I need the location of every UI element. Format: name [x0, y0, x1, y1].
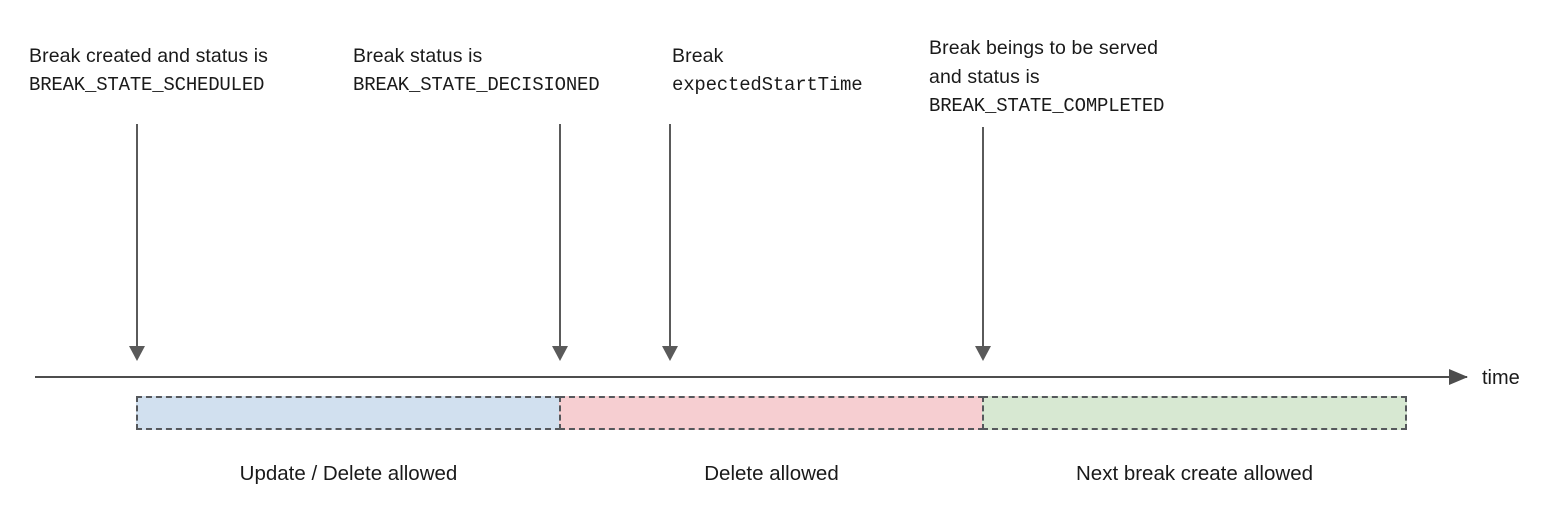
phase-caption-next-break: Next break create allowed	[1075, 462, 1313, 485]
marker-completed-arrowhead-icon	[975, 346, 991, 361]
annotation-line: Break beings to be served	[929, 37, 1159, 59]
marker-expected-start-time-line	[669, 124, 671, 346]
phase-caption-delete: Delete allowed	[704, 462, 839, 485]
annotation-line: and status is	[929, 66, 1040, 88]
marker-decisioned-line	[559, 124, 561, 346]
annotation-scheduled: Break created and status is BREAK_STATE_…	[29, 42, 268, 100]
annotation-completed: Break beings to be served and status is …	[929, 34, 1164, 121]
arrow-right-icon	[1449, 369, 1468, 385]
annotation-decisioned: Break status is BREAK_STATE_DECISIONED	[353, 42, 600, 100]
annotation-line: BREAK_STATE_COMPLETED	[929, 95, 1165, 117]
marker-scheduled-line	[136, 124, 138, 346]
marker-decisioned-arrowhead-icon	[552, 346, 568, 361]
phase-bar-update-delete	[136, 396, 561, 430]
annotation-line: Break	[672, 45, 724, 67]
time-axis-label: time	[1482, 367, 1520, 389]
annotation-line: expectedStartTime	[672, 74, 863, 96]
annotation-line: Break created and status is	[29, 45, 268, 67]
time-axis-line	[35, 376, 1467, 378]
phase-caption-update-delete: Update / Delete allowed	[239, 462, 458, 485]
phase-bar-next-break	[982, 396, 1407, 430]
annotation-line: Break status is	[353, 45, 483, 67]
phase-bar-delete	[559, 396, 984, 430]
marker-scheduled-arrowhead-icon	[129, 346, 145, 361]
marker-completed-line	[982, 127, 984, 346]
annotation-line: BREAK_STATE_SCHEDULED	[29, 74, 265, 96]
annotation-line: BREAK_STATE_DECISIONED	[353, 74, 600, 96]
marker-expected-start-time-arrowhead-icon	[662, 346, 678, 361]
annotation-expected-start-time: Break expectedStartTime	[672, 42, 863, 100]
